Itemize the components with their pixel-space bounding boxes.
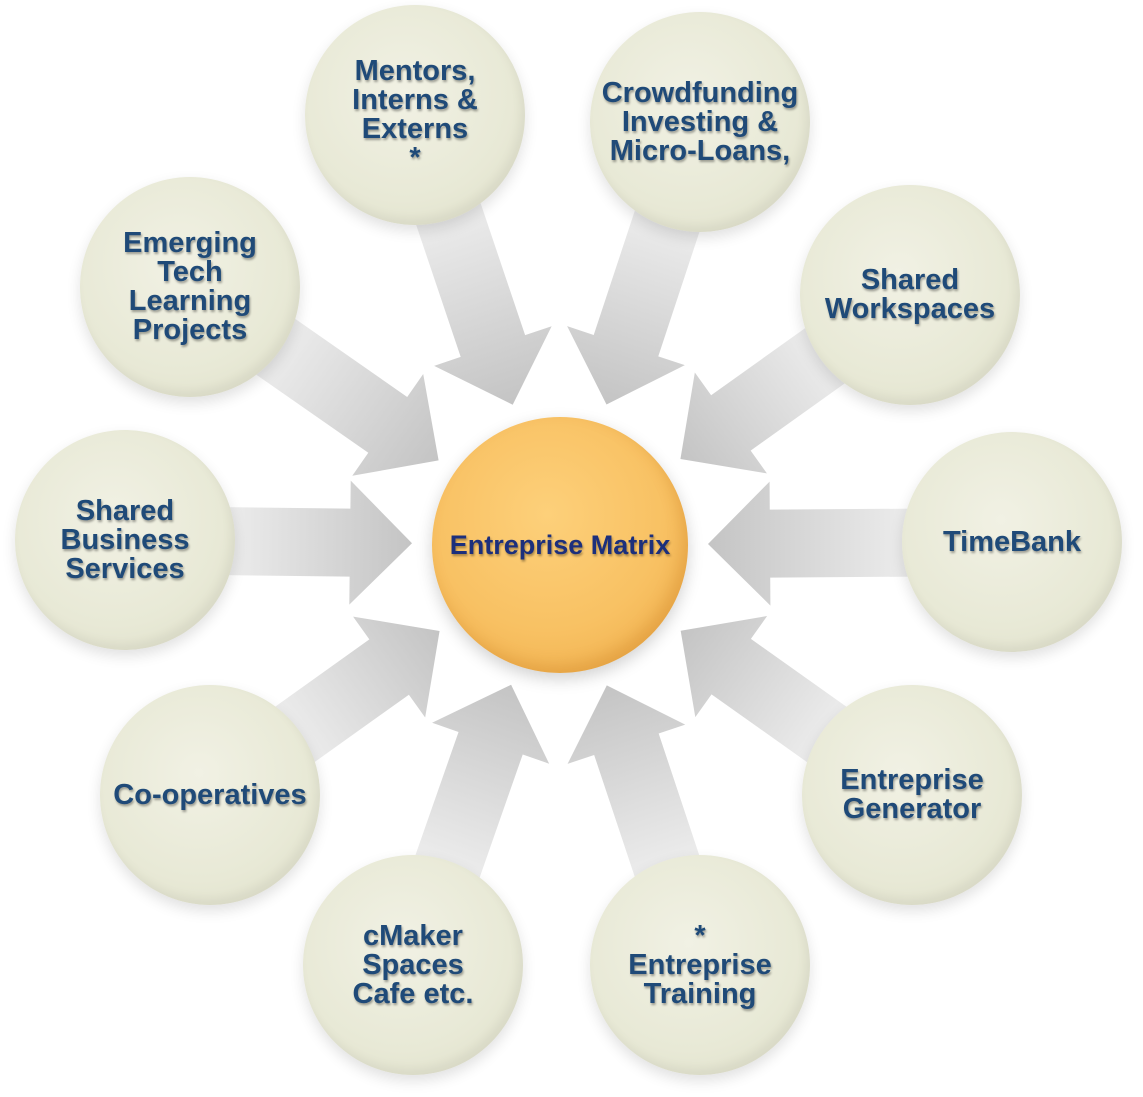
node-label-line: Business	[60, 523, 190, 556]
node-mentors: Mentors,Interns &Externs*	[305, 5, 525, 225]
asterisk-mark: *	[694, 919, 706, 952]
node-label-line: Mentors,	[354, 55, 476, 87]
arrow-cmaker-spaces	[413, 684, 550, 882]
node-label-line: Co-operatives	[113, 778, 307, 811]
arrow-entreprise-generator	[680, 616, 851, 765]
node-label-line: Entreprise Matrix	[449, 529, 671, 560]
arrow-mentors	[414, 198, 552, 405]
node-label-line: Shared	[860, 264, 960, 296]
node-label-line: cMaker	[363, 919, 463, 952]
node-label-line: Crowdfunding	[601, 76, 799, 109]
node-label-line: Entreprise	[840, 764, 984, 796]
arrow-crowdfunding	[567, 206, 701, 405]
node-label-line: Emerging	[123, 227, 257, 259]
node-label-line: Services	[65, 552, 185, 585]
node-label-line: Training	[643, 977, 757, 1010]
arrow-entreprise-training	[567, 685, 701, 881]
node-timebank: TimeBank	[902, 432, 1122, 652]
node-label-line: Shared	[75, 494, 175, 527]
node-label-line: Externs	[361, 113, 469, 145]
node-label-line: Tech	[157, 256, 223, 288]
node-label-line: TimeBank	[942, 525, 1082, 558]
node-label-line: Learning	[128, 285, 252, 317]
arrow-co-operatives	[271, 616, 440, 765]
arrow-timebank	[707, 481, 913, 606]
node-label-line: Interns &	[352, 84, 478, 116]
arrow-shared-business-services	[224, 480, 413, 605]
node-label-line: Projects	[132, 314, 248, 346]
node-label-line: Cafe etc.	[352, 977, 474, 1010]
node-label-line: Workspaces	[824, 293, 996, 325]
asterisk-mark: *	[409, 142, 421, 174]
node-label-line: Spaces	[362, 948, 464, 981]
node-label-line: Investing &	[621, 105, 779, 138]
arrow-shared-workspaces	[680, 325, 849, 474]
node-label-line: Generator	[842, 793, 982, 825]
center-node-entreprise-matrix: Entreprise Matrix	[432, 417, 688, 673]
node-label-line: Micro-Loans,	[609, 134, 791, 167]
arrow-emerging-tech	[252, 316, 439, 476]
node-label-line: Entreprise	[628, 948, 772, 981]
node-co-operatives: Co-operatives	[100, 685, 320, 905]
